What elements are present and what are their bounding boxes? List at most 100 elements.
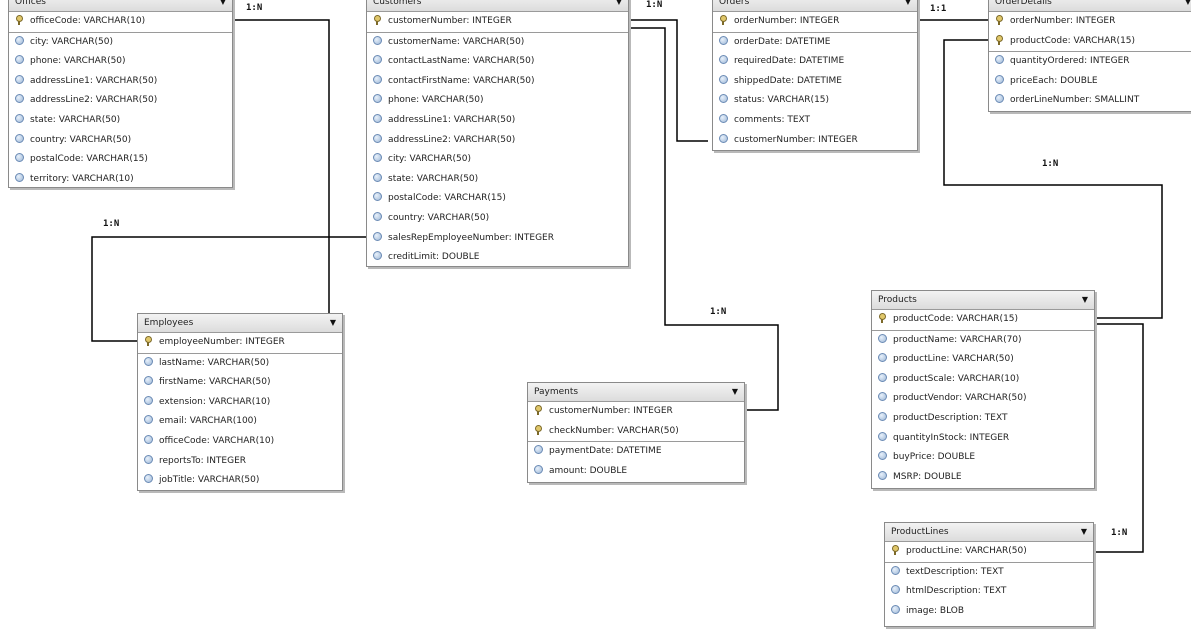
table-row[interactable]: customerNumber: INTEGER [367,12,628,33]
table-header[interactable]: Customers▼ [367,0,628,12]
column-icon [995,94,1004,104]
table-row[interactable]: state: VARCHAR(50) [9,111,232,131]
column-icon [144,454,153,464]
collapse-arrow-icon[interactable]: ▼ [1184,0,1191,6]
table-row[interactable]: customerNumber: INTEGER [713,131,917,151]
table-products[interactable]: Products▼productCode: VARCHAR(15)product… [871,290,1095,489]
collapse-arrow-icon[interactable]: ▼ [1080,527,1087,536]
collapse-arrow-icon[interactable]: ▼ [1081,295,1088,304]
column-name: country: VARCHAR(50) [30,134,132,145]
column-name: customerNumber: INTEGER [388,16,512,26]
table-row[interactable]: productDescription: TEXT [872,409,1094,429]
column-icon [719,55,728,65]
column-name: quantityInStock: INTEGER [893,432,1010,443]
table-row[interactable]: priceEach: DOUBLE [989,72,1191,92]
table-header[interactable]: ProductLines▼ [885,523,1093,542]
table-row[interactable]: country: VARCHAR(50) [9,131,232,151]
table-row[interactable]: addressLine2: VARCHAR(50) [367,131,628,151]
key-icon [995,15,1004,25]
table-row[interactable]: contactFirstName: VARCHAR(50) [367,72,628,92]
table-customers[interactable]: Customers▼ customerNumber: INTEGER custome… [366,0,629,267]
column-icon [534,464,543,474]
column-name: addressLine1: VARCHAR(50) [388,114,516,125]
table-row[interactable]: productScale: VARCHAR(10) [872,370,1094,390]
table-row[interactable]: orderLineNumber: SMALLINT [989,91,1191,111]
table-row[interactable]: productLine: VARCHAR(50) [872,350,1094,370]
table-row[interactable]: addressLine1: VARCHAR(50) [367,111,628,131]
table-row[interactable]: firstName: VARCHAR(50) [138,373,342,393]
table-row[interactable]: amount: DOUBLE [528,462,744,482]
relation-label: 1:N [246,3,263,13]
table-row[interactable]: shippedDate: DATETIME [713,72,917,92]
collapse-arrow-icon[interactable]: ▼ [615,0,622,6]
table-row[interactable]: buyPrice: DOUBLE [872,448,1094,468]
table-row[interactable]: quantityInStock: INTEGER [872,429,1094,449]
collapse-arrow-icon[interactable]: ▼ [219,0,226,6]
table-row[interactable]: phone: VARCHAR(50) [9,52,232,72]
table-row[interactable]: officeCode: VARCHAR(10) [9,12,232,33]
table-row[interactable]: paymentDate: DATETIME [528,442,744,462]
table-row[interactable]: email: VARCHAR(100) [138,412,342,432]
table-row[interactable]: phone: VARCHAR(50) [367,91,628,111]
table-title: Products [878,295,917,305]
table-row[interactable]: city: VARCHAR(50) [367,150,628,170]
table-row[interactable]: city: VARCHAR(50) [9,33,232,53]
table-row[interactable]: orderNumber: INTEGER [713,12,917,33]
table-row[interactable]: productVendor: VARCHAR(50) [872,389,1094,409]
column-name: htmlDescription: TEXT [906,586,1007,597]
table-row[interactable]: productLine: VARCHAR(50) [885,542,1093,563]
table-header[interactable]: OrderDetails▼ [989,0,1191,12]
table-row[interactable]: customerName: VARCHAR(50) [367,33,628,53]
column-icon [15,94,24,104]
table-row[interactable]: orderNumber: INTEGER [989,12,1191,32]
table-row[interactable]: lastName: VARCHAR(50) [138,354,342,374]
table-row[interactable]: officeCode: VARCHAR(10) [138,432,342,452]
table-row[interactable]: htmlDescription: TEXT [885,582,1093,602]
collapse-arrow-icon[interactable]: ▼ [904,0,911,6]
table-row[interactable]: productCode: VARCHAR(15) [989,32,1191,53]
table-row[interactable]: jobTitle: VARCHAR(50) [138,471,342,491]
table-row[interactable]: postalCode: VARCHAR(15) [9,150,232,170]
collapse-arrow-icon[interactable]: ▼ [731,387,738,396]
table-row[interactable]: employeeNumber: INTEGER [138,333,342,354]
table-row[interactable]: image: BLOB [885,602,1093,622]
table-row[interactable]: comments: TEXT [713,111,917,131]
table-row[interactable]: creditLimit: DOUBLE [367,248,628,268]
table-row[interactable]: textDescription: TEXT [885,563,1093,583]
column-name: state: VARCHAR(50) [30,114,121,125]
table-offices[interactable]: Offices▼officeCode: VARCHAR(10)city: VAR… [8,0,233,188]
table-row[interactable]: country: VARCHAR(50) [367,209,628,229]
table-header[interactable]: Products ▼ [872,291,1094,310]
table-row[interactable]: status: VARCHAR(15) [713,91,917,111]
table-row[interactable]: quantityOrdered: INTEGER [989,52,1191,72]
table-row[interactable]: productCode: VARCHAR(15) [872,310,1094,331]
table-row[interactable]: state: VARCHAR(50) [367,170,628,190]
table-row[interactable]: orderDate: DATETIME [713,33,917,53]
table-header[interactable]: Orders▼ [713,0,917,12]
column-name: addressLine1: VARCHAR(50) [30,75,158,86]
collapse-arrow-icon[interactable]: ▼ [329,318,336,327]
table-row[interactable]: postalCode: VARCHAR(15) [367,189,628,209]
table-header[interactable]: Employees▼ [138,314,342,333]
column-name: comments: TEXT [734,114,811,125]
table-row[interactable]: extension: VARCHAR(10) [138,393,342,413]
table-row[interactable]: customerNumber: INTEGER [528,402,744,422]
table-row[interactable]: territory: VARCHAR(10) [9,170,232,190]
table-row[interactable]: MSRP: DOUBLE [872,468,1094,488]
table-row[interactable]: productName: VARCHAR(70) [872,331,1094,351]
table-row[interactable]: requiredDate: DATETIME [713,52,917,72]
table-row[interactable]: addressLine2: VARCHAR(50) [9,91,232,111]
table-row[interactable]: reportsTo: INTEGER [138,452,342,472]
table-header[interactable]: Offices▼ [9,0,232,12]
column-icon [719,133,728,143]
table-row[interactable]: contactLastName: VARCHAR(50) [367,52,628,72]
table-header[interactable]: Payments▼ [528,383,744,402]
table-row[interactable]: checkNumber: VARCHAR(50) [528,422,744,443]
table-productlines[interactable]: ProductLines▼productLine: VARCHAR(50)tex… [884,522,1094,627]
table-row[interactable]: addressLine1: VARCHAR(50) [9,72,232,92]
table-row[interactable]: salesRepEmployeeNumber: INTEGER [367,229,628,249]
